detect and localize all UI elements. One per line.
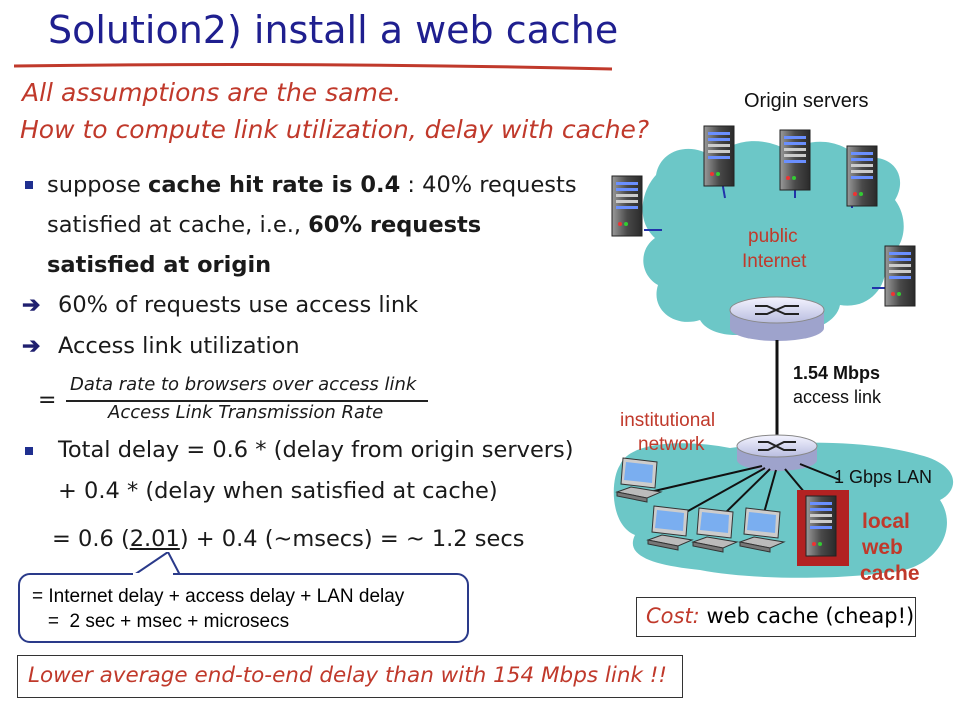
text: ) + 0.4 (~msecs) = ~ 1.2 secs: [179, 526, 525, 552]
institutional-router-icon: [736, 434, 818, 471]
bullet-cache-hit-line1: suppose cache hit rate is 0.4 : 40% requ…: [47, 172, 577, 198]
origin-delay-value: 2.01: [129, 526, 180, 552]
network-diagram: [611, 125, 954, 578]
origin-server-icon: [703, 125, 735, 187]
total-delay-line3: = 0.6 (2.01) + 0.4 (~msecs) = ~ 1.2 secs: [52, 526, 524, 552]
bullet-cache-hit-line3: satisfied at origin: [47, 252, 272, 278]
total-delay-line2: + 0.4 * (delay when satisfied at cache): [58, 478, 498, 504]
cost-value: web cache (cheap!): [699, 604, 915, 628]
text: satisfied at cache, i.e.,: [47, 212, 309, 238]
fraction-denominator: Access Link Transmission Rate: [108, 402, 384, 423]
text: : 40% requests: [400, 172, 577, 198]
lan-label: 1 Gbps LAN: [834, 467, 933, 487]
fraction-numerator: Data rate to browsers over access link: [70, 374, 417, 395]
subtitle-question: How to compute link utilization, delay w…: [20, 115, 650, 144]
arrow-utilization: Access link utilization: [58, 333, 300, 359]
public-internet-cloud: [642, 141, 904, 336]
text: = 0.6 (: [52, 526, 130, 552]
public-internet-label-2: Internet: [742, 251, 807, 272]
local-cache-label-1: local: [862, 510, 910, 533]
fraction-bar: [66, 400, 428, 402]
conclusion-box: Lower average end-to-end delay than with…: [17, 655, 683, 698]
origin-server-icon: [611, 175, 643, 237]
subtitle-assumptions: All assumptions are the same.: [22, 78, 402, 107]
cost-label: Cost:: [646, 604, 700, 628]
arrow-icon: ➔: [22, 333, 41, 358]
origin-server-icon: [846, 145, 878, 207]
callout-line2: = 2 sec + msec + microsecs: [32, 611, 290, 632]
cost-box: Cost: web cache (cheap!): [636, 597, 916, 637]
text: suppose: [47, 172, 149, 198]
internet-router-icon: [729, 296, 825, 341]
bullet-cache-hit-line2: satisfied at cache, i.e., 60% requests: [47, 212, 481, 238]
callout-joint: [133, 573, 173, 576]
title-underline: [14, 63, 613, 71]
institutional-label-1: institutional: [620, 410, 716, 431]
arrow-icon: ➔: [22, 292, 41, 317]
arrow-access-link: 60% of requests use access link: [58, 292, 419, 318]
access-rate-label: 1.54 Mbps: [793, 363, 881, 383]
conclusion-text: Lower average end-to-end delay than with…: [28, 663, 667, 688]
origin-server-icon: [884, 245, 916, 307]
origin-servers-label: Origin servers: [744, 90, 869, 112]
cost-text: Cost: web cache (cheap!): [646, 604, 914, 628]
hit-rate-bold: cache hit rate is 0.4: [148, 172, 401, 198]
fraction-equals: =: [38, 388, 57, 413]
cache-server-icon: [805, 495, 837, 557]
origin-server-icon: [779, 129, 811, 191]
page-title: Solution2) install a web cache: [48, 8, 619, 52]
local-cache-label-2: web: [862, 536, 903, 559]
callout-line1: = Internet delay + access delay + LAN de…: [32, 586, 405, 607]
origin-bold: 60% requests: [308, 212, 482, 238]
bullet-marker: [25, 181, 33, 189]
institutional-label-2: network: [638, 434, 705, 455]
delay-breakdown-callout: = Internet delay + access delay + LAN de…: [18, 573, 469, 643]
bullet-marker: [25, 447, 33, 455]
total-delay-line1: Total delay = 0.6 * (delay from origin s…: [58, 437, 574, 463]
access-link-label: access link: [793, 387, 882, 407]
public-internet-label-1: public: [748, 226, 798, 247]
local-cache-label-3: cache: [860, 562, 920, 585]
